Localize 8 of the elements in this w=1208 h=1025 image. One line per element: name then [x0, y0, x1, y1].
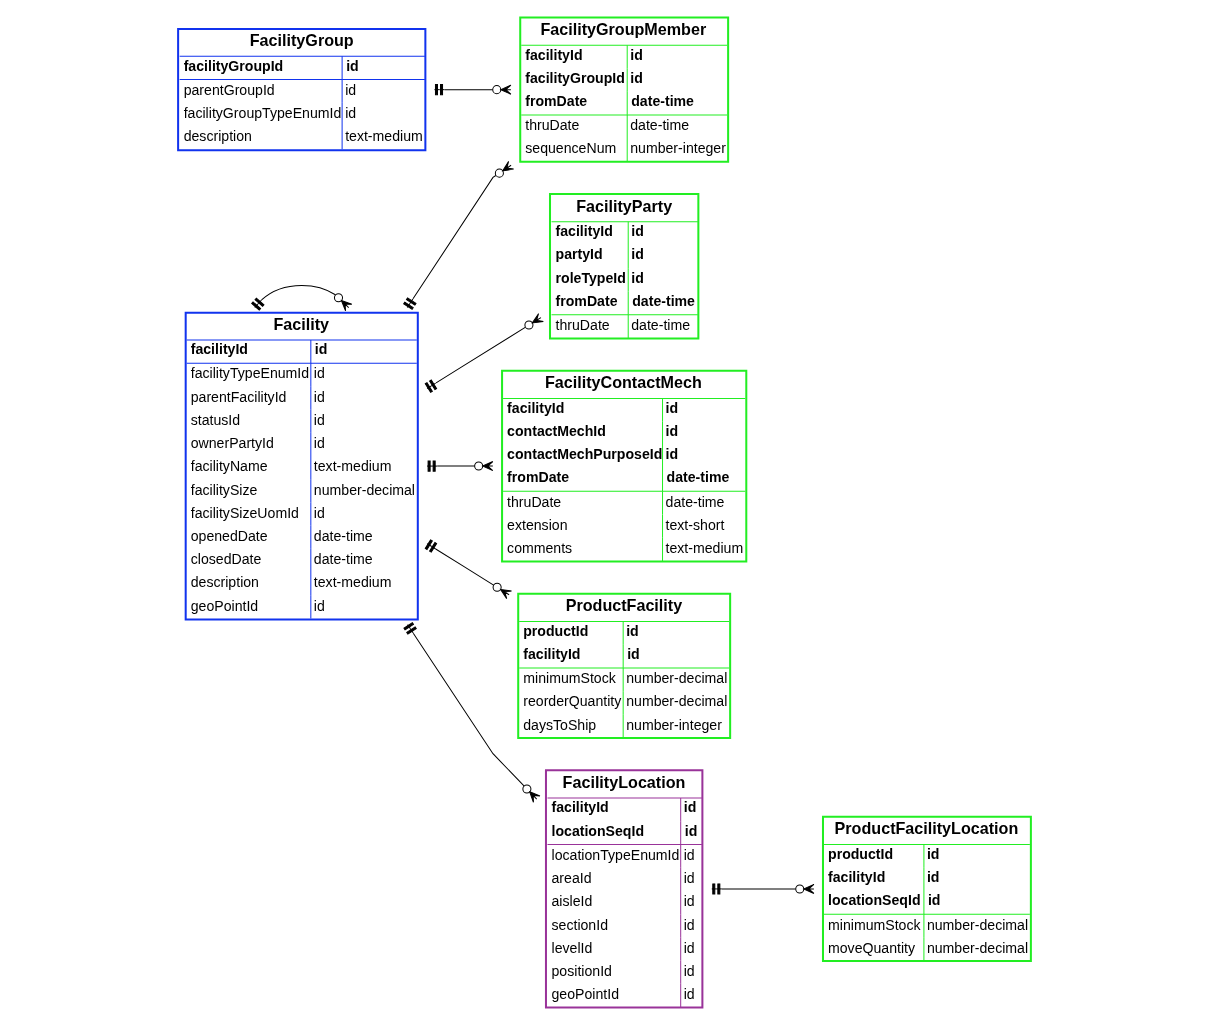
connector: [424, 313, 544, 393]
connector: [426, 460, 493, 472]
connector: [424, 539, 512, 600]
connector: [402, 621, 540, 803]
connector: [250, 284, 352, 312]
connector: [433, 84, 511, 96]
connector: [402, 160, 514, 311]
connector: [710, 883, 814, 895]
